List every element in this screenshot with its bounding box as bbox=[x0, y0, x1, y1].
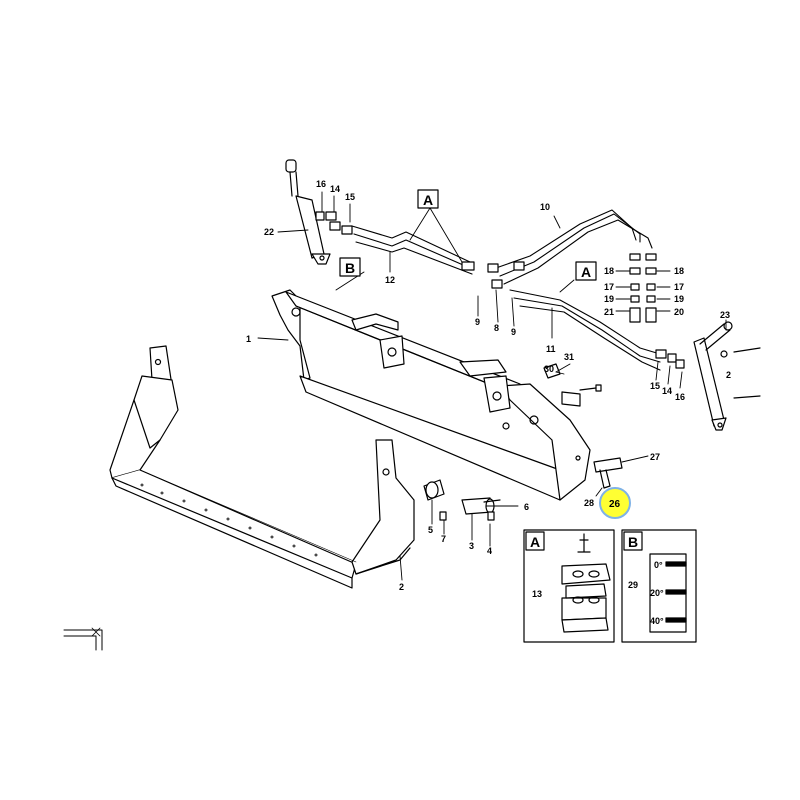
detail-box-b-letter: B bbox=[628, 534, 638, 550]
callout-21: 21 bbox=[604, 307, 614, 317]
callout-28: 28 bbox=[584, 498, 594, 508]
detail-ref-letters: A A B A B bbox=[345, 192, 638, 550]
detail-ref-a-right bbox=[575, 261, 597, 281]
callout-20: 20 bbox=[674, 307, 684, 317]
title-block-corner bbox=[63, 627, 103, 651]
detail-ref-a-top-letter: A bbox=[423, 192, 433, 208]
hose-fittings bbox=[315, 211, 685, 369]
pins-26-28 bbox=[575, 455, 623, 489]
left-cylinder bbox=[285, 159, 331, 265]
detail-box-a-letter: A bbox=[530, 534, 540, 550]
pins-and-bushings bbox=[423, 479, 501, 521]
detail-box-a bbox=[523, 529, 615, 643]
callout-8: 8 bbox=[494, 323, 499, 333]
callout-10: 10 bbox=[540, 202, 550, 212]
detail-ref-a-right-letter: A bbox=[581, 264, 591, 280]
bolt-and-plate bbox=[543, 363, 602, 407]
callout-27: 27 bbox=[650, 452, 660, 462]
callout-12: 12 bbox=[385, 275, 395, 285]
callout-18a: 18 bbox=[604, 266, 614, 276]
hose-assemblies bbox=[351, 209, 661, 371]
callout-9b: 9 bbox=[511, 327, 516, 337]
callout-31: 31 bbox=[564, 352, 574, 362]
callout-3: 3 bbox=[469, 541, 474, 551]
callout-15b: 15 bbox=[650, 381, 660, 391]
callout-23: 23 bbox=[720, 310, 730, 320]
bucket-frame bbox=[271, 289, 591, 501]
callout-19b: 19 bbox=[674, 294, 684, 304]
highlight-ring bbox=[599, 487, 631, 519]
callout-26: 26 bbox=[609, 499, 621, 510]
callout-7: 7 bbox=[441, 534, 446, 544]
gauge-angle-20: 20° bbox=[650, 588, 664, 598]
detail-ref-a-top bbox=[417, 189, 439, 209]
detail-ref-b bbox=[339, 257, 361, 277]
callout-30: 30 bbox=[544, 364, 554, 374]
callout-17a: 17 bbox=[604, 282, 614, 292]
callout-9a: 9 bbox=[475, 317, 480, 327]
right-cylinder bbox=[693, 321, 761, 431]
callout-19a: 19 bbox=[604, 294, 614, 304]
callout-22: 22 bbox=[264, 227, 274, 237]
callout-2: 2 bbox=[399, 582, 404, 592]
callout-11: 11 bbox=[546, 344, 556, 354]
callout-1: 1 bbox=[246, 334, 251, 344]
callout-18b: 18 bbox=[674, 266, 684, 276]
callout-14a: 14 bbox=[330, 184, 340, 194]
callout-24: 2 bbox=[726, 370, 731, 380]
callout-labels: 1 2 3 4 5 6 7 8 9 9 10 11 12 13 14 14 15… bbox=[246, 179, 731, 599]
callout-29: 29 bbox=[628, 580, 638, 590]
callout-17b: 17 bbox=[674, 282, 684, 292]
callout-4: 4 bbox=[487, 546, 492, 556]
callout-15a: 15 bbox=[345, 192, 355, 202]
callout-6: 6 bbox=[524, 502, 529, 512]
callout-13: 13 bbox=[532, 589, 542, 599]
gauge-angle-0: 0° bbox=[654, 560, 663, 570]
detail-box-b bbox=[621, 529, 697, 643]
bucket-clam bbox=[109, 345, 415, 589]
callout-16b: 16 bbox=[675, 392, 685, 402]
detail-ref-b-letter: B bbox=[345, 260, 355, 276]
gauge-angle-40: 40° bbox=[650, 616, 664, 626]
callout-5: 5 bbox=[428, 525, 433, 535]
gauge-labels: 0° 20° 40° bbox=[650, 560, 664, 626]
callout-16a: 16 bbox=[316, 179, 326, 189]
callout-14b: 14 bbox=[662, 386, 672, 396]
